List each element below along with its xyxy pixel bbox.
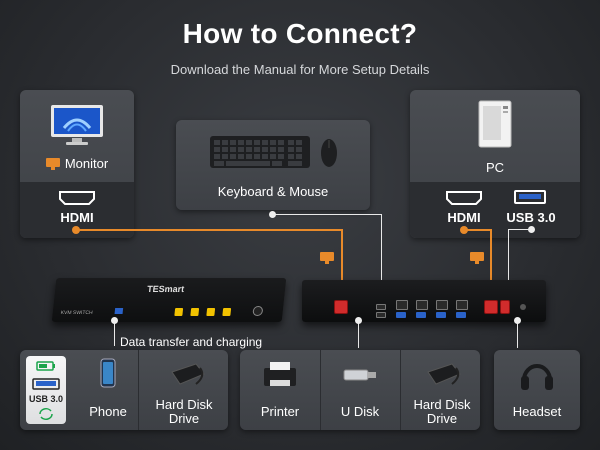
mouse-icon [321, 139, 337, 167]
headset-label: Headset [512, 404, 562, 419]
kvm-button[interactable] [190, 308, 200, 316]
kvm-pc-usb-port[interactable] [500, 300, 510, 314]
charging-icon [36, 361, 55, 371]
hard-disk-icon [427, 363, 461, 385]
pc-usb-wire [508, 229, 532, 230]
bottom-group-1: USB 3.0 Phone Hard Disk Drive [20, 350, 228, 430]
pc-usb-label: USB 3.0 [506, 210, 556, 225]
kvm-usb-port[interactable] [376, 304, 386, 310]
pc-port-area: HDMI USB 3.0 [410, 182, 580, 238]
monitor-tag-icon [470, 252, 484, 264]
phone-label: Phone [89, 404, 127, 419]
kvm-usb-port[interactable] [436, 300, 448, 310]
divider [320, 350, 321, 430]
keyboard-card: Keyboard & Mouse [176, 120, 370, 210]
orange-monitor-icon [45, 157, 60, 170]
bottom-group-2: Printer U Disk Hard Disk Drive [240, 350, 480, 430]
page-subtitle: Download the Manual for More Setup Detai… [170, 62, 430, 77]
wire-dot [460, 226, 468, 234]
kvm-audio-port[interactable] [520, 304, 526, 310]
keyboard-icon [210, 136, 310, 168]
wire-dot [528, 226, 535, 233]
monitor-icon [51, 105, 103, 145]
pc-hdmi-label: HDMI [447, 210, 481, 225]
kvm-hdmi-out-port[interactable] [334, 300, 348, 314]
pc-hdmi-wire [464, 229, 492, 231]
keyboard-wire-down [381, 214, 382, 299]
wire-dot [355, 317, 362, 324]
keyboard-label: Keyboard & Mouse [217, 184, 329, 199]
divider [400, 350, 401, 430]
phone-icon [100, 358, 116, 388]
sync-icon [39, 408, 53, 420]
usb-drive-icon [343, 369, 376, 381]
usb3-badge: USB 3.0 [26, 356, 66, 424]
kvm-button[interactable] [206, 308, 216, 316]
back-usb-wire [358, 320, 359, 348]
printer-label: Printer [260, 404, 300, 419]
kvm-knob[interactable] [252, 306, 264, 316]
kvm-usb-port[interactable] [456, 300, 468, 310]
usb3-label: USB 3.0 [28, 394, 63, 404]
pc-tower-icon [478, 100, 512, 148]
kvm-button[interactable] [174, 308, 184, 316]
usb-port-icon [514, 190, 546, 204]
monitor-tag-icon [320, 252, 334, 264]
hard-disk-label: Hard Disk Drive [155, 397, 213, 426]
kvm-button[interactable] [222, 308, 232, 316]
kvm-pc-hdmi-port[interactable] [484, 300, 498, 314]
wire-dot [514, 317, 521, 324]
kvm-usb3-port[interactable] [456, 312, 466, 318]
front-usb-wire [114, 320, 115, 346]
kvm-usb-port[interactable] [396, 300, 408, 310]
keyboard-wire [272, 214, 382, 215]
kvm-usb-port[interactable] [376, 312, 386, 318]
kvm-usb3-port[interactable] [436, 312, 446, 318]
wire-dot [111, 317, 118, 324]
kvm-usb-port[interactable] [416, 300, 428, 310]
monitor-label: Monitor [64, 156, 109, 171]
monitor-card: Monitor HDMI [20, 90, 134, 238]
wire-dot [72, 226, 80, 234]
pc-usb-wire-down [508, 229, 509, 299]
hdmi-icon [59, 191, 95, 205]
page-title: How to Connect? [182, 18, 418, 49]
kvm-usb3-port[interactable] [396, 312, 406, 318]
kvm-usb3-port[interactable] [416, 312, 426, 318]
kvm-switch-front: TESmart KVM SWITCH [51, 278, 287, 322]
monitor-label-row: Monitor [20, 156, 134, 171]
pc-label: PC [485, 160, 505, 175]
usb-port-icon [32, 378, 60, 390]
audio-wire [517, 320, 518, 348]
monitor-hdmi-wire-down [341, 229, 343, 299]
headset-icon [521, 364, 553, 390]
kvm-brand: TESmart [146, 284, 185, 294]
pc-hdmi-wire-down [490, 229, 492, 299]
bottom-group-3: Headset [494, 350, 580, 430]
udisk-label: U Disk [340, 404, 380, 419]
wire-dot [269, 211, 276, 218]
pc-card: PC HDMI USB 3.0 [410, 90, 580, 238]
monitor-hdmi-label: HDMI [60, 210, 94, 225]
hard-disk-icon [171, 363, 205, 385]
printer-icon [264, 362, 296, 386]
kvm-switch-back [302, 280, 546, 322]
monitor-hdmi-wire [76, 229, 343, 231]
data-transfer-note: Data transfer and charging [120, 335, 263, 349]
hdmi-icon [446, 191, 482, 205]
hard-disk-label: Hard Disk Drive [413, 397, 471, 426]
kvm-usb-front-port [114, 308, 124, 314]
kvm-model: KVM SWITCH [60, 310, 93, 316]
divider [138, 350, 139, 430]
